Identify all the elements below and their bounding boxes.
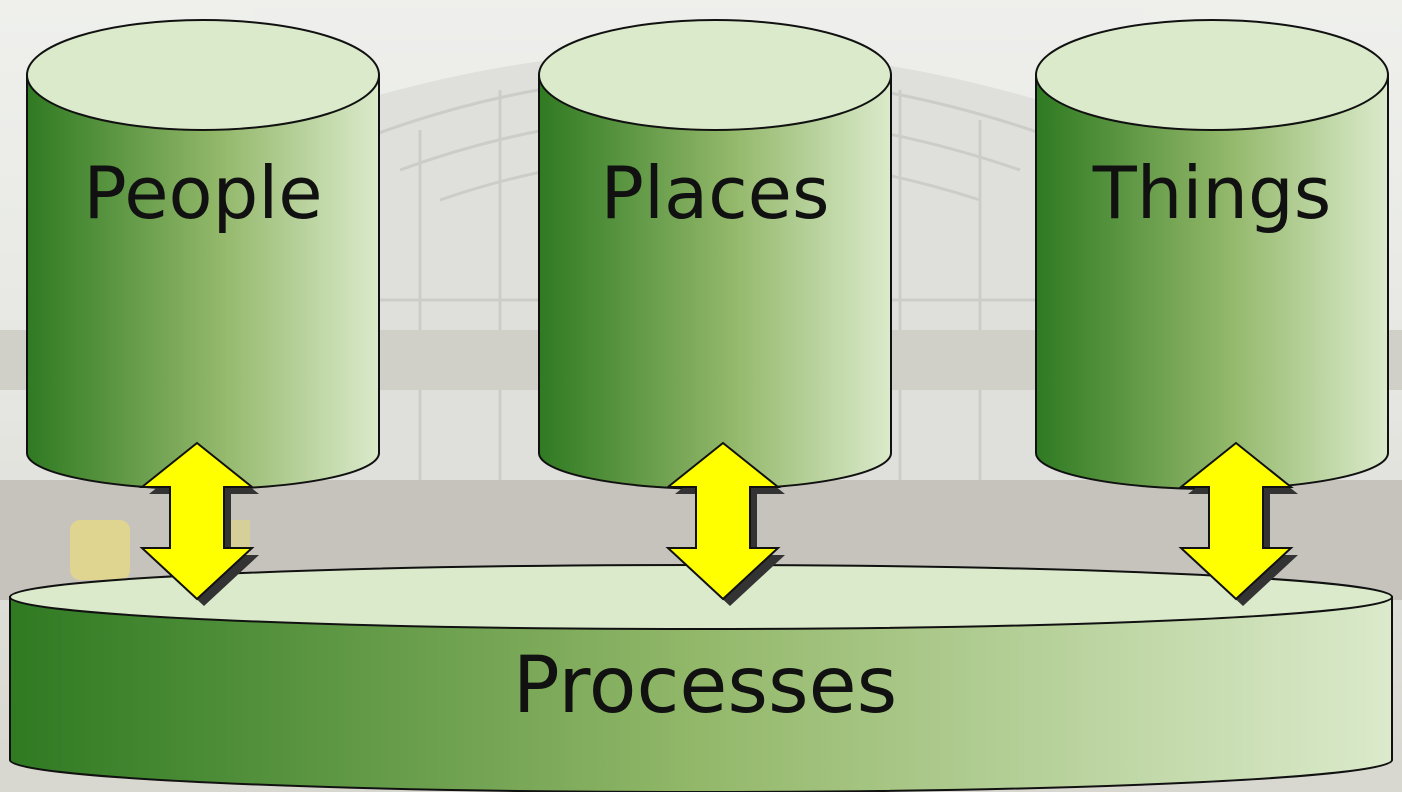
processes-platform [9,564,1393,792]
arrow-things-processes [1178,441,1298,606]
pillar-people [26,19,380,490]
pillar-label-places: Places [601,151,830,235]
arrow-places-processes [665,441,785,606]
platform-label-processes: Processes [513,641,898,731]
pillar-places [538,19,892,490]
arrow-people-processes [139,441,259,606]
pillar-label-people: People [83,151,322,235]
pillar-things [1035,19,1389,490]
pillar-label-things: Things [1092,151,1331,235]
